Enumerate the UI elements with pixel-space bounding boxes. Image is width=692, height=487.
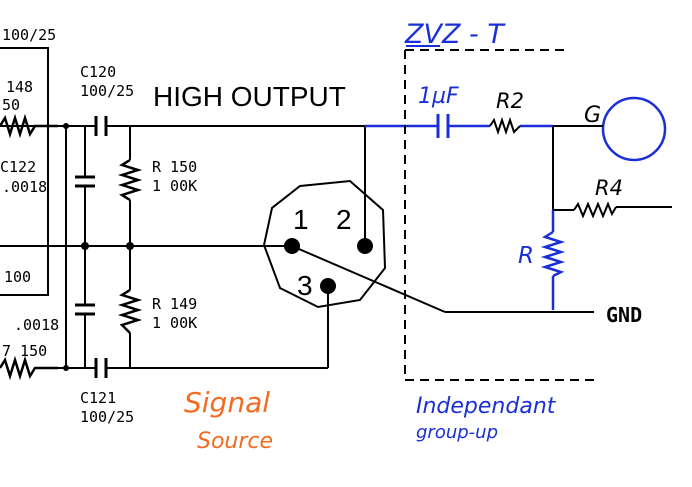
r150-name: R 150 [152, 158, 197, 176]
left-label-1: 148 [6, 78, 33, 96]
xlr-connector [262, 179, 387, 309]
resistor-r [540, 230, 566, 278]
left-label-0: 100/25 [2, 26, 56, 44]
gnd-label: GND [606, 303, 642, 327]
g-label: G [584, 103, 601, 128]
left-label-6: .0018 [14, 316, 59, 334]
r-label: R [518, 243, 534, 269]
circuit-wires [0, 125, 446, 369]
c121-value: 100/25 [80, 408, 134, 426]
independant-label: Independant [416, 394, 557, 419]
left-label-5: 100 [4, 268, 31, 286]
source-label: Source [197, 429, 273, 454]
capacitor-lower [75, 303, 95, 316]
c120-value: 100/25 [80, 82, 134, 100]
signal-label: Signal [184, 386, 270, 419]
capacitor-c122 [75, 175, 95, 188]
pin-1-label: 1 [293, 204, 309, 235]
blue-wiring [365, 124, 555, 310]
r2-label: R2 [496, 89, 524, 113]
left-label-2: 50 [2, 96, 20, 114]
resistor-r2 [489, 116, 521, 136]
r149-name: R 149 [152, 295, 197, 313]
connector-pins [284, 238, 373, 294]
pin-2-label: 2 [336, 204, 352, 235]
junction-dots [63, 123, 134, 371]
device-label: ZVZ - T [404, 19, 506, 50]
resistor-r150 [117, 158, 143, 202]
left-resistor-bottom [0, 355, 58, 381]
high-output-title: HIGH OUTPUT [153, 81, 346, 112]
resistor-r149 [117, 288, 143, 334]
r149-value: 1 00K [152, 314, 197, 332]
r150-value: 1 00K [152, 177, 197, 195]
pin-3-label: 3 [297, 270, 313, 301]
blue-capacitor-1uf [436, 114, 450, 138]
dashed-group-box-left [404, 50, 598, 381]
resistor-r4 [573, 201, 617, 219]
capacitor-value-label: 1µF [418, 84, 459, 109]
g-circle [601, 96, 667, 162]
left-label-7: 7 150 [2, 342, 47, 360]
capacitor-c121 [94, 358, 108, 378]
left-resistor-top [0, 113, 58, 139]
handdrawn-black-wiring [445, 125, 672, 313]
left-label-4: .0018 [2, 178, 47, 196]
c121-name: C121 [80, 389, 116, 407]
group-up-label: group-up [416, 422, 498, 443]
capacitor-c120 [94, 116, 108, 136]
c120-name: C120 [80, 63, 116, 81]
r4-label: R4 [595, 176, 623, 200]
left-label-3: C122 [0, 158, 36, 176]
